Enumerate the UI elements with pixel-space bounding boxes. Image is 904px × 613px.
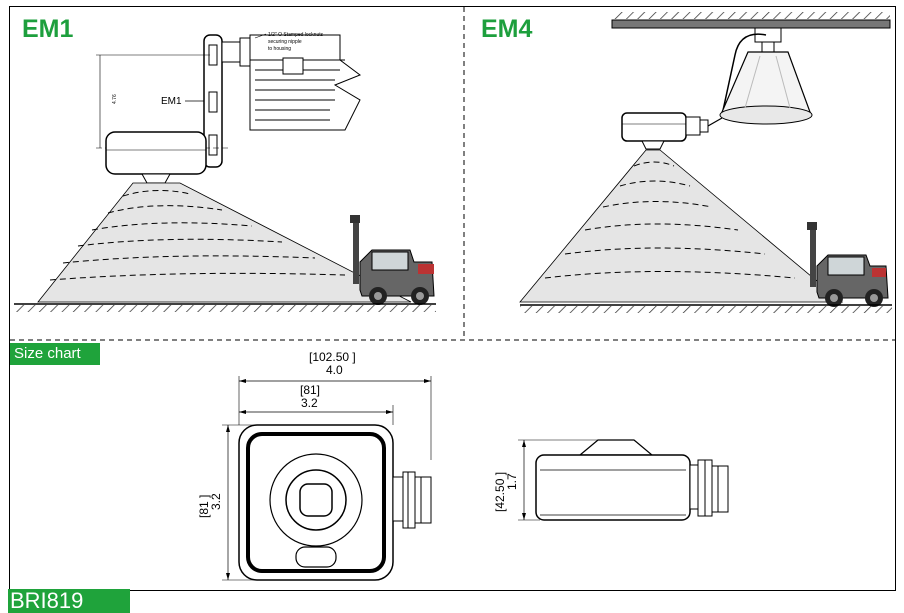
em4-ceiling (611, 12, 891, 29)
diagram-frame (9, 6, 896, 591)
callout-text-1: 1/2" O Stamped locknuts (268, 32, 324, 38)
em4-sensor (621, 112, 723, 150)
em1-sensor (105, 131, 207, 184)
em1-floor (14, 303, 436, 312)
em1-forklift (350, 215, 435, 305)
width-inner-mm: [81] (300, 383, 320, 397)
height-dim-label: 4.76 (112, 94, 118, 104)
em1-detection-cone (37, 182, 412, 303)
callout-text-2: securing nipple (268, 39, 302, 45)
em4-title: EM4 (481, 15, 533, 43)
width-inner-in: 3.2 (301, 396, 318, 410)
em1-junction-box (249, 34, 362, 131)
size-chart-label: Size chart (10, 343, 100, 365)
model-label: BRI819 (8, 589, 130, 613)
em1-wall-bracket (203, 34, 251, 168)
em4-detection-cone (519, 149, 844, 303)
side-view-dimensions (518, 439, 598, 521)
em1-callout-label: EM1 (161, 96, 182, 107)
em4-forklift (807, 222, 889, 307)
em1-title: EM1 (22, 15, 74, 43)
width-outer-mm: [102.50 ] (309, 350, 356, 364)
depth-in: 1.7 (505, 473, 519, 490)
side-view-sensor (535, 439, 729, 521)
depth-mm: [42.50 ] (493, 472, 507, 512)
em4-light-fixture (719, 27, 813, 125)
callout-text-3: to housing (268, 46, 291, 52)
height-in: 3.2 (209, 493, 223, 510)
em4-floor (520, 304, 892, 313)
callout-leader (254, 33, 267, 39)
top-view-sensor (238, 424, 432, 581)
width-outer-in: 4.0 (326, 363, 343, 377)
height-mm: [81 ] (197, 495, 211, 518)
